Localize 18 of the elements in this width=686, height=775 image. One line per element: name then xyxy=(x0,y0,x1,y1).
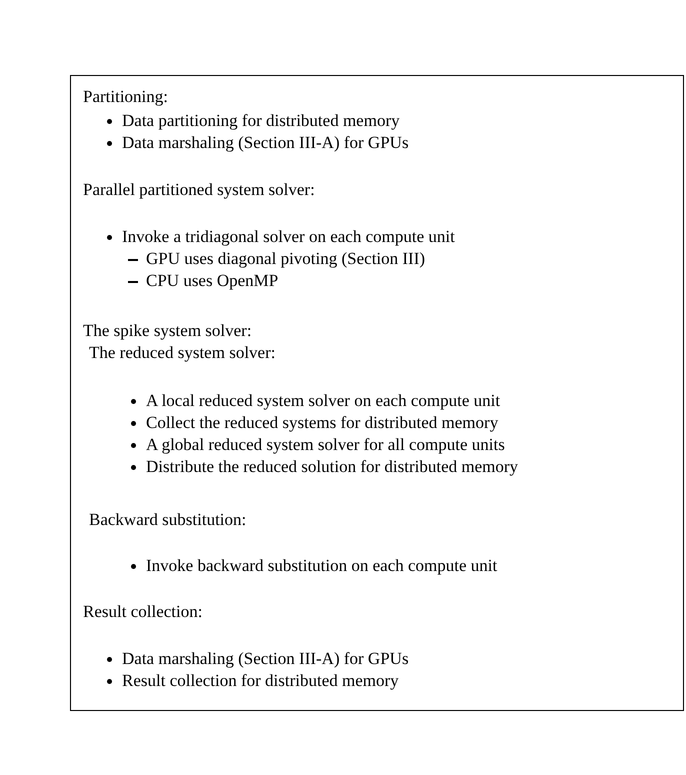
section-heading: The spike system solver: xyxy=(83,321,252,341)
section-heading: Partitioning: xyxy=(83,87,168,107)
list-item: Data marshaling (Section III-A) for GPUs xyxy=(122,649,409,669)
list-item: A global reduced system solver for all compute units xyxy=(146,435,505,455)
list-item: Data partitioning for distributed memory xyxy=(122,111,400,131)
list-item: GPU uses diagonal pivoting (Section III) xyxy=(146,249,426,269)
list-item: CPU uses OpenMP xyxy=(146,271,278,291)
list-item: Data marshaling (Section III-A) for GPUs xyxy=(122,133,409,153)
section-heading: Parallel partitioned system solver: xyxy=(83,180,315,200)
list-item: Result collection for distributed memory xyxy=(122,671,399,691)
list-item: Invoke backward substitution on each compute unit xyxy=(146,556,498,576)
list-item: Distribute the reduced solution for distributed memory xyxy=(146,457,518,477)
section-heading: The reduced system solver: xyxy=(89,343,276,363)
section-heading: Result collection: xyxy=(83,602,202,622)
list-item: A local reduced system solver on each compute unit xyxy=(146,391,500,411)
list-item: Invoke a tridiagonal solver on each compute unit xyxy=(122,227,455,247)
list-item: Collect the reduced systems for distributed memory xyxy=(146,413,498,433)
section-heading: Backward substitution: xyxy=(89,510,246,530)
